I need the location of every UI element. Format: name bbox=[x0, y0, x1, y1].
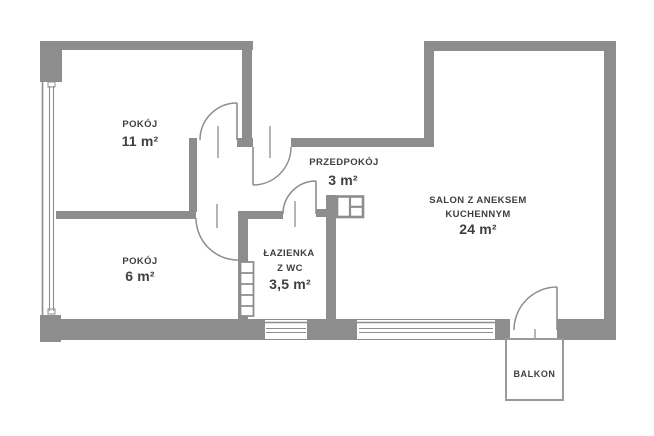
wall-top-left-section bbox=[40, 41, 253, 50]
room-area-lazienka: 3,5 m² bbox=[269, 276, 311, 292]
wall-room11-right bbox=[242, 41, 252, 138]
window-slot-left bbox=[40, 82, 56, 315]
window-left-cap-top bbox=[47, 81, 56, 88]
window-left-cap-bottom bbox=[47, 308, 56, 315]
doors bbox=[195, 102, 558, 353]
door-arc-balcony bbox=[513, 286, 558, 331]
wall-jamb-bath-right bbox=[316, 209, 328, 217]
door-arc-room11 bbox=[199, 102, 238, 141]
balcony-outline bbox=[505, 338, 564, 401]
window-salon-pane-lines bbox=[359, 327, 493, 334]
wall-corner-top-left bbox=[40, 41, 62, 82]
room-area-przedpokoj: 3 m² bbox=[328, 172, 358, 188]
window-slots bbox=[40, 82, 557, 340]
wall-salon-step bbox=[424, 41, 434, 147]
door-room11 bbox=[199, 102, 238, 158]
wall-right-outer bbox=[604, 41, 616, 340]
wall-room-divider bbox=[55, 211, 196, 219]
door-bathroom bbox=[282, 180, 317, 227]
balcony-door-slot bbox=[510, 319, 557, 340]
room-label-pokoj6: POKÓJ bbox=[122, 255, 157, 267]
room-label-przedpokoj: PRZEDPOKÓJ bbox=[309, 156, 378, 168]
shaft-dividers bbox=[348, 196, 363, 217]
room-label-pokoj11: POKÓJ bbox=[122, 118, 157, 130]
room-label-salon-line2: KUCHENNYM bbox=[445, 209, 510, 220]
radiator-icon bbox=[239, 261, 255, 317]
door-arc-entrance bbox=[252, 146, 292, 186]
wall-salon-left bbox=[326, 195, 336, 340]
window-slot-salon bbox=[357, 320, 495, 339]
room-area-salon: 24 m² bbox=[459, 221, 497, 237]
radiator-rungs bbox=[240, 272, 254, 307]
wall-hall-left bbox=[189, 147, 197, 212]
wall-jamb-room11-left bbox=[189, 138, 197, 147]
door-arc-room6 bbox=[195, 217, 239, 261]
wall-jamb-room11-right bbox=[237, 138, 253, 147]
room-label-lazienka-line2: Z WC bbox=[277, 263, 303, 274]
window-bathroom bbox=[265, 321, 307, 334]
room-labels: POKÓJ 11 m² POKÓJ 6 m² PRZEDPOKÓJ 3 m² Ł… bbox=[122, 118, 555, 379]
window-left-pane-lines bbox=[48, 86, 55, 311]
room-area-pokoj11: 11 m² bbox=[122, 133, 159, 149]
radiator-outline bbox=[239, 261, 255, 317]
door-room6 bbox=[195, 204, 239, 261]
room-area-pokoj6: 6 m² bbox=[125, 268, 155, 284]
window-bath-pane-lines bbox=[266, 327, 306, 334]
wall-bath-top bbox=[238, 211, 283, 219]
window-left bbox=[41, 81, 56, 315]
room-label-balkon: BALKON bbox=[513, 369, 555, 379]
wall-top-right-section bbox=[424, 41, 616, 51]
window-salon bbox=[357, 321, 495, 334]
door-entrance bbox=[252, 126, 292, 186]
door-arc-bathroom bbox=[282, 180, 317, 215]
room-label-lazienka-line1: ŁAZIENKA bbox=[263, 248, 314, 259]
window-symbols bbox=[41, 81, 495, 334]
ventilation-shaft-icon bbox=[335, 195, 365, 219]
wall-entry bbox=[291, 138, 434, 147]
room-label-salon-line1: SALON Z ANEKSEM bbox=[429, 195, 526, 206]
window-slot-bath bbox=[265, 320, 307, 339]
